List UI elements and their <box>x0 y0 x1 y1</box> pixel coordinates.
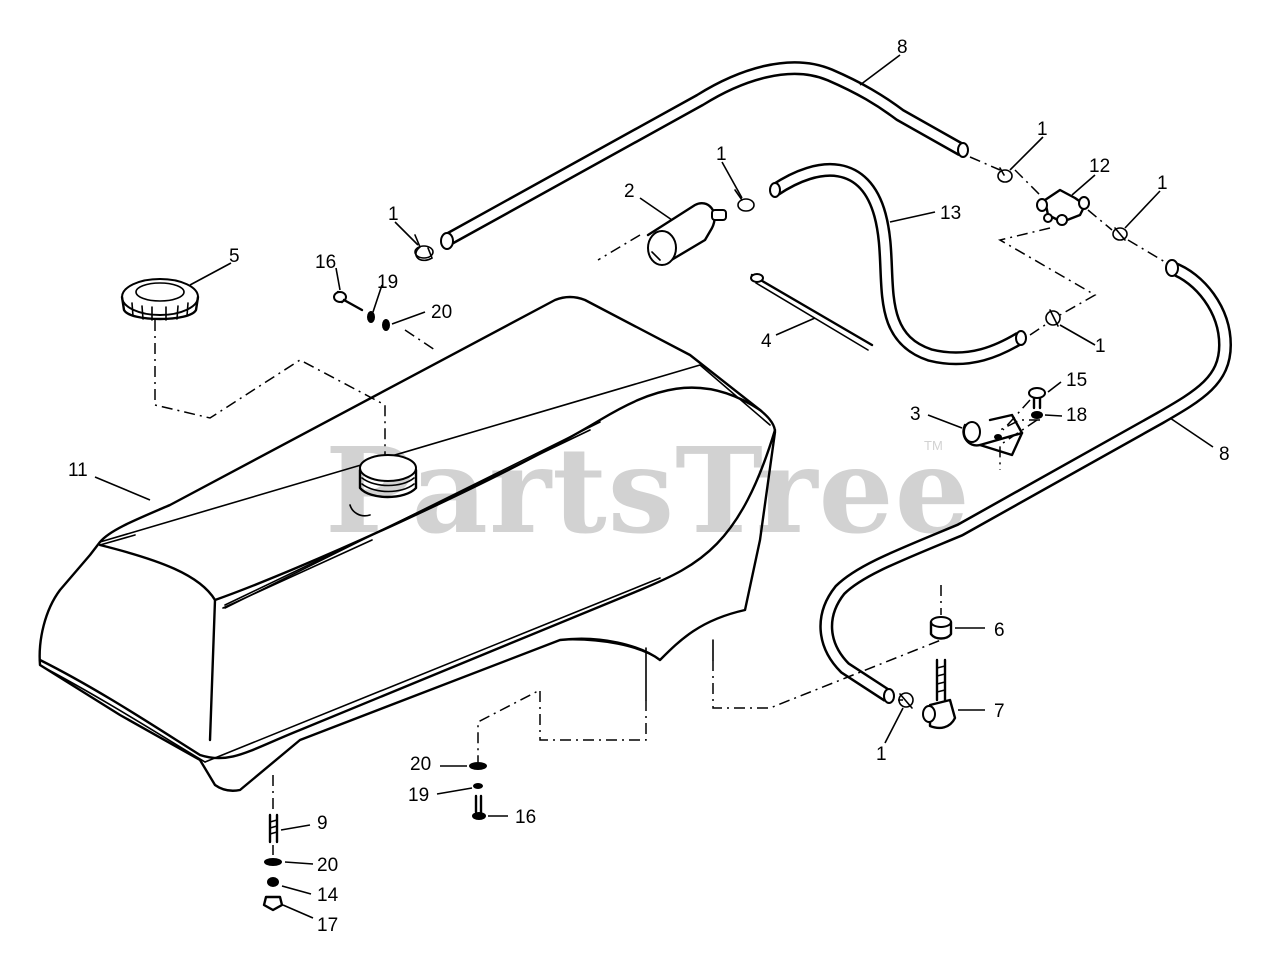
watermark: PartsTree <box>325 421 971 560</box>
clamp <box>734 189 755 212</box>
nut <box>262 895 284 912</box>
nut <box>267 877 279 887</box>
label-fuel-line: 8 <box>897 37 908 58</box>
label-fuel-filter: 2 <box>624 181 635 202</box>
label-clamp: 1 <box>388 204 399 225</box>
label-nut: 17 <box>317 915 338 936</box>
screw <box>1028 387 1046 410</box>
assembly-guide-lines <box>154 156 1166 855</box>
hose <box>769 163 1027 366</box>
label-tee-fitting: 12 <box>1089 156 1110 177</box>
label-washer: 18 <box>1066 405 1087 426</box>
clamp <box>1112 227 1128 241</box>
label-clamp: 1 <box>1095 336 1106 357</box>
washer <box>1031 411 1043 419</box>
label-screw: 15 <box>1066 370 1087 391</box>
clip <box>962 413 1024 457</box>
part-labels: 1 1 1 1 1 1 2 3 4 5 6 7 8 8 9 11 12 13 1… <box>68 37 1230 936</box>
tie-strap <box>750 273 874 351</box>
shutoff-valve <box>922 658 957 730</box>
label-tie-strap: 4 <box>761 331 772 352</box>
label-clamp: 1 <box>876 744 887 765</box>
label-fuel-line: 8 <box>1219 444 1230 465</box>
washer <box>473 783 483 789</box>
fuel-line-top <box>440 61 969 250</box>
label-clamp: 1 <box>1157 173 1168 194</box>
washer <box>382 319 390 331</box>
leader-lines <box>94 54 1214 919</box>
label-shutoff-valve: 7 <box>994 701 1005 722</box>
screw <box>333 290 364 312</box>
label-hose: 13 <box>940 203 961 224</box>
label-washer: 20 <box>431 302 452 323</box>
label-washer: 20 <box>317 855 338 876</box>
watermark-trademark: TM <box>924 438 943 453</box>
fuel-cap <box>120 278 200 321</box>
label-clamp: 1 <box>1037 119 1048 140</box>
label-clip: 3 <box>910 404 921 425</box>
label-washer: 19 <box>408 785 429 806</box>
label-clamp: 1 <box>716 144 727 165</box>
label-bushing: 6 <box>994 620 1005 641</box>
label-screw: 16 <box>315 252 336 273</box>
label-washer: 20 <box>410 754 431 775</box>
bushing <box>929 616 953 640</box>
label-washer: 19 <box>377 272 398 293</box>
label-stud: 9 <box>317 813 328 834</box>
screw <box>472 794 486 820</box>
clamp <box>997 167 1013 183</box>
label-nut: 14 <box>317 885 339 906</box>
washer <box>469 762 487 770</box>
fuel-line-right <box>819 259 1232 704</box>
label-fuel-cap: 5 <box>229 246 240 267</box>
washer <box>264 858 282 866</box>
tee-fitting <box>1036 188 1090 226</box>
fuel-filter <box>646 202 727 266</box>
label-fuel-tank: 11 <box>68 460 88 481</box>
stud <box>268 813 279 844</box>
label-screw: 16 <box>515 807 536 828</box>
washer <box>367 311 375 323</box>
clamp <box>414 234 434 262</box>
fuel-tank <box>38 295 777 792</box>
clamp <box>1045 309 1061 327</box>
